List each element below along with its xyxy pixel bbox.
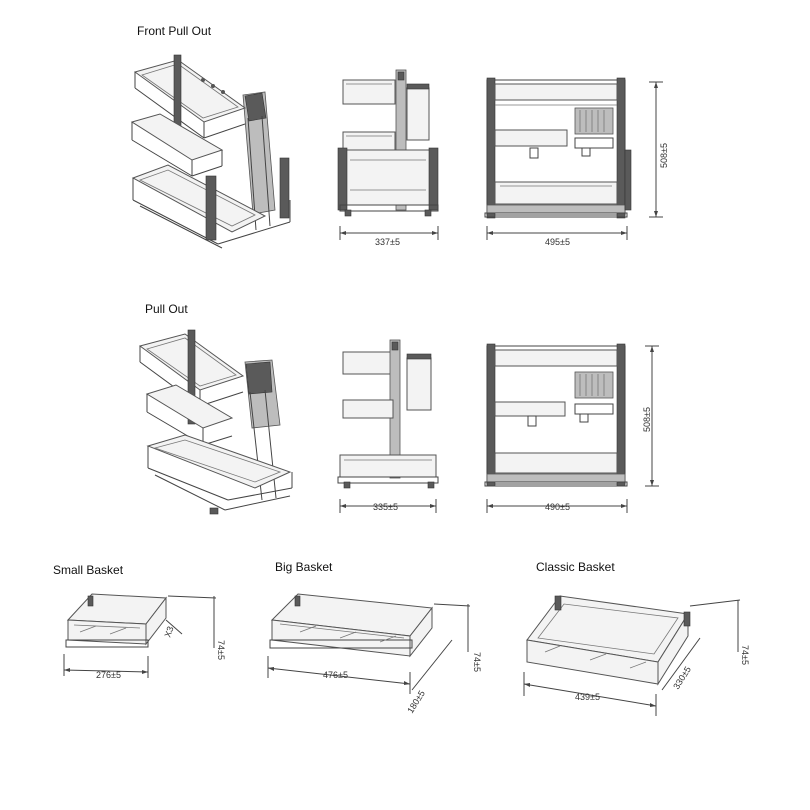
classic-basket-height-dim: 74±5 [740,645,750,665]
big-basket-width-dim: 476±5 [323,670,348,680]
front-pull-out-side-view [337,69,439,240]
small-basket-title: Small Basket [53,563,124,577]
big-basket-drawing [267,593,471,694]
front-front-width-dim: 495±5 [545,237,570,247]
front-side-width-dim: 337±5 [375,237,400,247]
big-basket-title: Big Basket [275,560,333,574]
classic-basket-title: Classic Basket [536,560,615,574]
big-basket-depth-dim: 180±5 [405,689,427,715]
front-height-dim: 508±5 [659,143,669,168]
front-pull-out-front-view [484,77,663,240]
small-basket-drawing [63,593,217,678]
pull-out-title: Pull Out [145,302,188,316]
pull-out-iso-view [138,329,293,515]
front-pull-out-iso-view [130,54,291,249]
pull-out-side-view [337,339,439,513]
classic-basket-drawing [523,595,741,716]
big-basket-height-dim: 74±5 [472,652,482,672]
pull-front-width-dim: 490±5 [545,502,570,512]
small-basket-height-dim: 74±5 [216,640,226,660]
pull-height-dim: 508±5 [642,407,652,432]
classic-basket-depth-dim: 330±5 [671,665,693,691]
front-pull-out-title: Front Pull Out [137,24,212,38]
pull-out-front-view [484,343,659,513]
classic-basket-width-dim: 439±5 [575,692,600,702]
small-basket-width-dim: 276±5 [96,670,121,680]
pull-side-width-dim: 335±5 [373,502,398,512]
small-basket-depth-dim: X3 [162,625,175,639]
